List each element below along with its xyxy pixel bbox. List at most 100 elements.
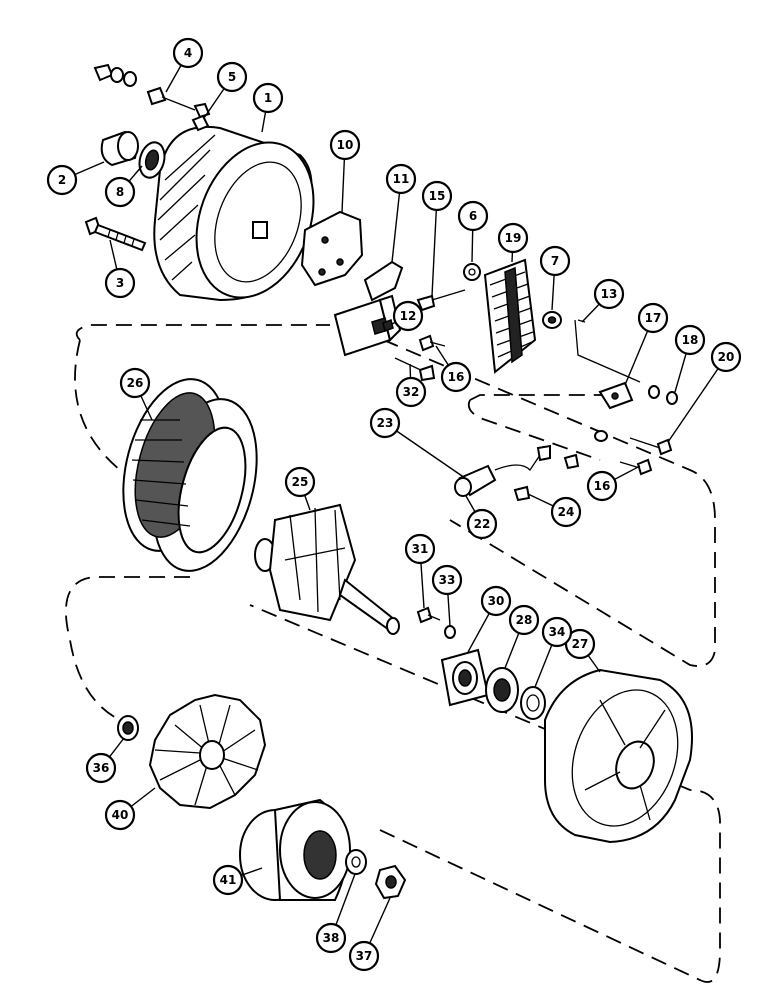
callout-circle (315, 922, 347, 954)
leader-line (667, 356, 727, 443)
screw-15 (416, 289, 466, 312)
callout-circle (541, 616, 573, 648)
callout-circle (674, 324, 706, 356)
callout-circle (593, 278, 625, 310)
callout-circle (431, 564, 463, 596)
small-washer (594, 430, 608, 442)
washers-18 (648, 385, 678, 405)
callout-number: 16 (448, 370, 465, 384)
callout-number: 5 (228, 70, 236, 84)
callout-c41: 41 (212, 864, 263, 896)
callout-number: 25 (292, 475, 309, 489)
callout-c36: 36 (85, 737, 125, 784)
callout-c37: 37 (348, 897, 391, 972)
callout-circle (710, 341, 742, 373)
rectifier-bridge (483, 258, 537, 374)
callout-c31: 31 (404, 533, 436, 609)
callout-number: 6 (469, 209, 477, 223)
group-outline-lower (65, 576, 721, 983)
slip-ring-end-housing (153, 125, 315, 302)
mounting-bolt (84, 216, 147, 252)
callout-circle (216, 61, 248, 93)
spacer-36 (117, 715, 139, 741)
callout-circle (104, 267, 136, 299)
callout-c23: 23 (369, 407, 466, 479)
callout-c12: 12 (391, 300, 424, 332)
screw-16-lower (619, 458, 653, 476)
terminal-bracket (598, 381, 634, 410)
pulley (239, 798, 351, 901)
drive-end-housing (544, 668, 693, 844)
suppression-capacitor (454, 444, 551, 497)
screw-20 (629, 437, 673, 456)
group-outline-upper (74, 324, 716, 667)
leader-line (384, 422, 466, 479)
screw-32 (394, 357, 436, 382)
callout-number: 3 (116, 276, 124, 290)
callout-c6: 6 (457, 200, 489, 263)
rotor (254, 503, 400, 635)
callout-circle (457, 200, 489, 232)
insulating-washer (463, 263, 481, 281)
spacer-34 (520, 686, 546, 720)
brush-holder-plate (300, 210, 364, 287)
callout-c22: 22 (465, 495, 498, 540)
callout-circle (421, 180, 453, 212)
bearing-sleeve (100, 130, 139, 167)
callout-c20: 20 (667, 341, 742, 443)
callout-number: 23 (377, 416, 394, 430)
through-bolt-assembly (93, 63, 211, 119)
callout-circle (508, 604, 540, 636)
callout-number: 32 (403, 385, 420, 399)
bearing-retainer (440, 648, 490, 707)
callout-number: 20 (718, 350, 735, 364)
callout-number: 15 (429, 189, 446, 203)
callout-c16b: 16 (586, 465, 641, 502)
callout-number: 27 (572, 637, 589, 651)
callout-circle (637, 302, 669, 334)
callout-c4: 4 (165, 37, 204, 93)
callout-c13: 13 (581, 278, 625, 323)
callout-c38: 38 (315, 873, 356, 954)
callout-circle (329, 129, 361, 161)
callout-c26: 26 (119, 367, 153, 421)
callout-c40: 40 (104, 787, 156, 831)
callout-c7: 7 (539, 245, 571, 311)
callout-c28: 28 (504, 604, 540, 669)
stator (122, 378, 258, 572)
callout-c8: 8 (104, 165, 143, 208)
callout-circle (119, 367, 151, 399)
callout-number: 41 (220, 873, 237, 887)
leader-line (431, 195, 438, 297)
drive-end-bearing (485, 667, 519, 713)
callout-number: 36 (93, 761, 110, 775)
nut-5 (191, 114, 210, 132)
callout-number: 31 (412, 542, 429, 556)
callout-number: 17 (645, 311, 662, 325)
callout-c5: 5 (203, 61, 248, 119)
callout-circle (385, 163, 417, 195)
callout-circle (404, 533, 436, 565)
callout-number: 38 (323, 931, 340, 945)
callout-c32: 32 (395, 363, 427, 408)
callout-layer: 1234567810111213151616171819202223242526… (46, 37, 742, 972)
callout-number: 13 (601, 287, 618, 301)
callout-circle (104, 176, 136, 208)
washer-38 (345, 849, 367, 875)
pulley-nut (374, 864, 407, 900)
callout-circle (550, 496, 582, 528)
callout-circle (252, 82, 284, 114)
callout-number: 16 (594, 479, 611, 493)
screws-24 (513, 453, 580, 502)
callout-circle (480, 585, 512, 617)
callout-c16a: 16 (435, 345, 472, 393)
callout-c2: 2 (46, 161, 105, 196)
callout-circle (348, 940, 380, 972)
callout-circle (392, 300, 424, 332)
callout-c11: 11 (385, 163, 417, 263)
callout-number: 10 (337, 138, 354, 152)
callout-c1: 1 (252, 82, 284, 133)
callout-number: 4 (184, 46, 192, 60)
